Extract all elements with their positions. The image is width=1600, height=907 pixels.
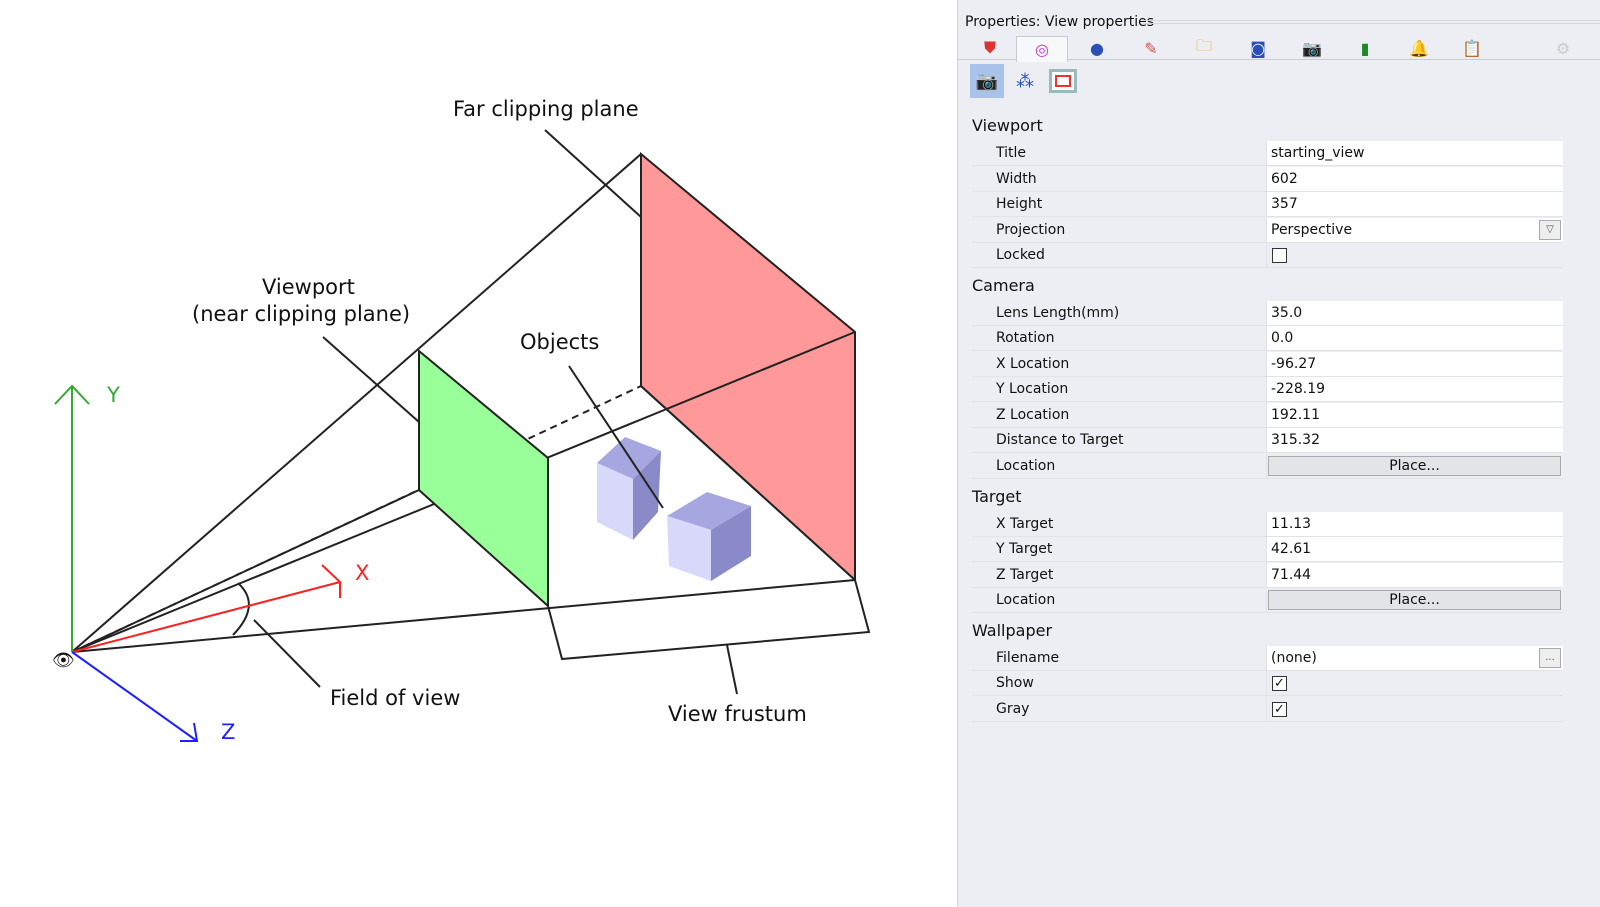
title-field[interactable]: starting_view — [1266, 141, 1563, 165]
color-wheel-icon[interactable]: ◎ — [1016, 36, 1068, 62]
near-clipping-plane — [418, 348, 549, 609]
rotation-field[interactable]: 0.0 — [1266, 326, 1563, 350]
chevron-down-icon[interactable]: ▽ — [1539, 220, 1561, 240]
frustum-base — [547, 579, 871, 661]
x-axis — [71, 581, 341, 653]
width-field[interactable]: 602 — [1266, 167, 1563, 191]
distance-field[interactable]: 315.32 — [1266, 428, 1563, 452]
target-place-button[interactable]: Place... — [1268, 590, 1561, 610]
filename-field[interactable]: (none)... — [1266, 646, 1563, 670]
object-icon[interactable]: ⛊ — [983, 38, 996, 57]
lens-length-field[interactable]: 35.0 — [1266, 301, 1563, 325]
label-z: Z — [221, 720, 235, 744]
z-axis — [71, 651, 198, 742]
y-location-field[interactable]: -228.19 — [1266, 377, 1563, 401]
label-field-of-view: Field of view — [330, 686, 460, 710]
y-target-field[interactable]: 42.61 — [1266, 537, 1563, 561]
properties-panel: Properties: View properties ⛊ ◎ ● ✎ 🗀 ◙ … — [957, 0, 1600, 907]
label-near-plane: (near clipping plane) — [192, 302, 410, 326]
gear-icon[interactable]: ⚙ — [1555, 38, 1571, 58]
show-checkbox[interactable]: ✓ — [1272, 676, 1287, 691]
bell-icon[interactable]: 🔔 — [1409, 38, 1429, 58]
camera-icon[interactable]: 📷 — [1302, 38, 1322, 58]
label-viewport: Viewport — [262, 275, 355, 299]
document-icon[interactable]: ▮ — [1360, 38, 1370, 58]
view-frustum-diagram: 👁 Far clipping plane Viewport (near clip… — [52, 97, 871, 744]
cube-object — [667, 492, 751, 581]
folder-icon[interactable]: 🗀 — [1195, 35, 1212, 55]
camera-icon[interactable]: 📷 — [970, 64, 1004, 98]
eye-icon: 👁 — [52, 650, 75, 671]
brush-icon[interactable]: ✎ — [1144, 38, 1158, 58]
frustum-edge — [71, 153, 642, 653]
z-location-field[interactable]: 192.11 — [1266, 403, 1563, 427]
gray-checkbox[interactable]: ✓ — [1272, 702, 1287, 717]
clipboard-icon[interactable]: 📋 — [1462, 38, 1482, 58]
label-x: X — [355, 561, 369, 585]
height-field[interactable]: 357 — [1266, 192, 1563, 216]
frustum-edge — [71, 579, 856, 653]
label-view-frustum: View frustum — [668, 702, 807, 726]
x-location-field[interactable]: -96.27 — [1266, 352, 1563, 376]
material-icon[interactable]: ● — [1090, 38, 1104, 58]
label-far-plane: Far clipping plane — [453, 97, 639, 121]
group-camera: Camera — [972, 276, 1035, 295]
z-target-field[interactable]: 71.44 — [1266, 563, 1563, 587]
cube-object — [597, 437, 661, 540]
label-objects: Objects — [520, 330, 599, 354]
projection-select[interactable]: Perspective▽ — [1266, 218, 1563, 242]
x-target-field[interactable]: 11.13 — [1266, 512, 1563, 536]
browse-button[interactable]: ... — [1539, 648, 1561, 668]
locked-checkbox[interactable] — [1272, 248, 1287, 263]
row-locked: Locked — [972, 243, 1563, 268]
spheres-icon[interactable]: ⁂ — [1016, 70, 1034, 92]
frame-icon[interactable] — [1046, 64, 1080, 98]
panel-title: Properties: View properties — [965, 14, 1155, 30]
label-y: Y — [106, 383, 120, 407]
property-tabs: ⛊ ◎ ● ✎ 🗀 ◙ 📷 ▮ 🔔 📋 ⚙ — [958, 34, 1600, 62]
help-icon[interactable]: ◙ — [1250, 38, 1266, 58]
group-viewport: Viewport — [972, 116, 1043, 135]
group-wallpaper: Wallpaper — [972, 621, 1053, 640]
group-target: Target — [972, 487, 1022, 506]
camera-place-button[interactable]: Place... — [1268, 456, 1561, 476]
